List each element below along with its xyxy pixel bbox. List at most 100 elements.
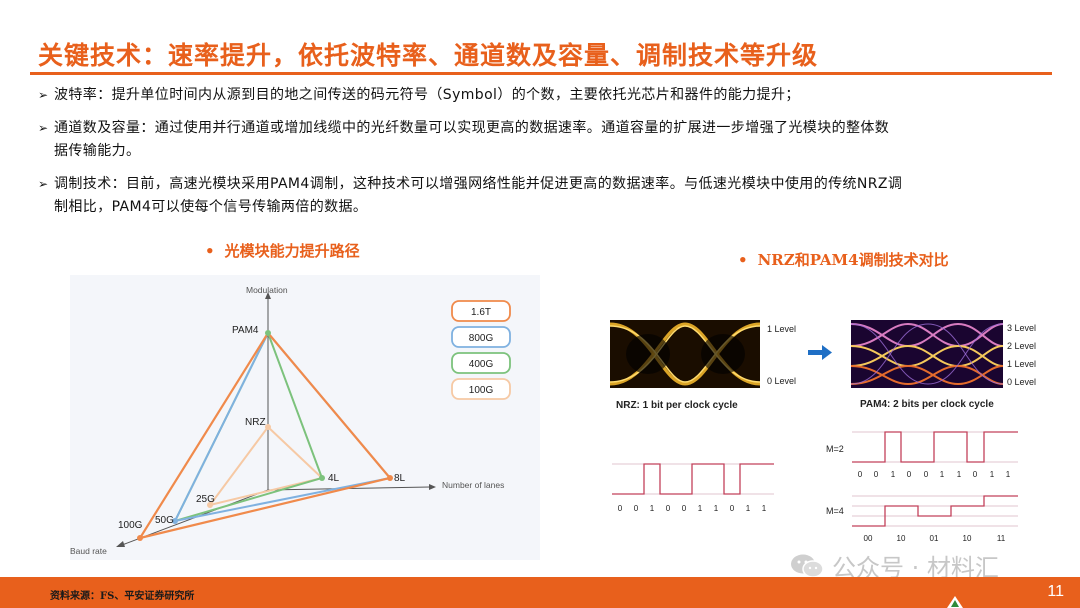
nrz-pam4-svg: 1 Level 0 Level 3 Level 2 Level 1 Level … xyxy=(609,320,1036,543)
capability-path-figure: Modulation Number of lanes Baud rate PAM… xyxy=(70,275,540,560)
label-4l: 4L xyxy=(328,473,340,484)
point-8l xyxy=(387,475,393,481)
series-800g xyxy=(173,331,392,523)
nrz-level-0: 0 Level xyxy=(767,376,796,386)
m2-bit-labels: 0 0 1 0 0 1 1 0 1 1 xyxy=(858,470,1011,479)
svg-text:00: 00 xyxy=(864,534,873,543)
bullet-text: 通道数及容量：通过使用并行通道或增加线缆中的光纤数量可以实现更高的数据速率。通道… xyxy=(54,120,890,136)
bullet-text-cont: 据传输能力。 xyxy=(54,143,141,159)
bullet-lanes: ➢ 通道数及容量：通过使用并行通道或增加线缆中的光纤数量可以实现更高的数据速率。… xyxy=(38,117,1048,163)
m4-waveform xyxy=(852,495,1018,527)
legend-400g: 400G xyxy=(469,359,494,370)
axis-label-baud: Baud rate xyxy=(70,546,107,556)
point-25g xyxy=(207,502,213,508)
footer-bar xyxy=(0,577,1080,608)
series-1-6t xyxy=(137,331,392,540)
series-100g xyxy=(207,425,325,507)
pam4-level-0: 0 Level xyxy=(1007,377,1036,387)
m2-label: M=2 xyxy=(826,444,844,454)
axis-label-lanes: Number of lanes xyxy=(442,480,504,490)
lanes-axis-arrow-icon xyxy=(429,484,436,490)
label-pam4: PAM4 xyxy=(232,325,259,336)
capability-path-svg: Modulation Number of lanes Baud rate PAM… xyxy=(70,285,511,556)
brand-logo-icon xyxy=(946,594,964,608)
svg-text:0: 0 xyxy=(973,470,978,479)
bullet-list: ➢ 波特率：提升单位时间内从源到目的地之间传送的码元符号（Symbol）的个数，… xyxy=(38,84,1048,229)
point-100g xyxy=(137,535,143,541)
svg-text:0: 0 xyxy=(730,504,735,513)
axis-label-modulation: Modulation xyxy=(246,285,288,295)
legend-1-6t: 1.6T xyxy=(471,307,491,318)
pam4-caption: PAM4: 2 bits per clock cycle xyxy=(860,399,994,410)
svg-text:10: 10 xyxy=(897,534,906,543)
legend-100g: 100G xyxy=(469,385,494,396)
m4-symbol-labels: 00 10 01 10 11 xyxy=(864,534,1006,543)
m2-waveform xyxy=(852,431,1018,463)
svg-text:0: 0 xyxy=(682,504,687,513)
legend-800g: 800G xyxy=(469,333,494,344)
arrow-bullet-icon: ➢ xyxy=(38,177,49,191)
label-nrz: NRZ xyxy=(245,417,266,428)
bullet-modulation: ➢ 调制技术：目前，高速光模块采用PAM4调制，这种技术可以增强网络性能并促进更… xyxy=(38,173,1048,219)
point-nrz xyxy=(265,424,271,430)
svg-text:1: 1 xyxy=(714,504,719,513)
bullet-baud-rate: ➢ 波特率：提升单位时间内从源到目的地之间传送的码元符号（Symbol）的个数，… xyxy=(38,84,1048,107)
pam4-level-2: 2 Level xyxy=(1007,341,1036,351)
pam4-level-1: 1 Level xyxy=(1007,359,1036,369)
wechat-icon xyxy=(790,553,824,579)
svg-text:1: 1 xyxy=(990,470,995,479)
svg-text:1: 1 xyxy=(891,470,896,479)
svg-text:0: 0 xyxy=(924,470,929,479)
svg-text:1: 1 xyxy=(698,504,703,513)
comparison-arrow-icon xyxy=(808,345,832,360)
svg-text:1: 1 xyxy=(940,470,945,479)
nrz-level-1: 1 Level xyxy=(767,324,796,334)
point-pam4 xyxy=(265,330,271,336)
m2-grid xyxy=(852,431,1018,463)
nrz-waveform xyxy=(612,463,774,495)
pam4-eye-diagram xyxy=(850,320,1004,388)
arrow-bullet-icon: ➢ xyxy=(38,88,49,102)
title-divider xyxy=(30,72,1052,75)
left-figure-heading: •光模块能力提升路径 xyxy=(205,242,360,260)
label-8l: 8L xyxy=(394,473,406,484)
legend: 1.6T 800G 400G 100G xyxy=(451,300,511,400)
label-100g: 100G xyxy=(118,520,143,531)
svg-text:0: 0 xyxy=(634,504,639,513)
label-25g: 25G xyxy=(196,494,215,505)
svg-text:1: 1 xyxy=(762,504,767,513)
nrz-caption: NRZ: 1 bit per clock cycle xyxy=(616,400,738,411)
bullet-text: 波特率：提升单位时间内从源到目的地之间传送的码元符号（Symbol）的个数，主要… xyxy=(54,87,800,103)
nrz-bit-labels: 0 0 1 0 0 1 1 0 1 1 xyxy=(618,504,767,513)
nrz-eye-diagram xyxy=(609,320,761,388)
nrz-grid xyxy=(612,463,774,495)
nrz-pam4-figure: 1 Level 0 Level 3 Level 2 Level 1 Level … xyxy=(608,300,1048,560)
svg-text:10: 10 xyxy=(963,534,972,543)
pam4-level-3: 3 Level xyxy=(1007,323,1036,333)
svg-text:1: 1 xyxy=(746,504,751,513)
legend-1-6t-box xyxy=(451,300,511,322)
right-figure-heading: •NRZ和PAM4调制技术对比 xyxy=(738,251,949,269)
svg-text:0: 0 xyxy=(907,470,912,479)
svg-text:0: 0 xyxy=(858,470,863,479)
legend-400g-box xyxy=(451,352,511,374)
label-50g: 50G xyxy=(155,515,174,526)
svg-text:11: 11 xyxy=(997,534,1006,543)
point-4l xyxy=(319,475,325,481)
slide-title: 关键技术：速率提升，依托波特率、通道数及容量、调制技术等升级 xyxy=(38,41,819,70)
source-note: 资料来源：FS、平安证券研究所 xyxy=(50,591,195,602)
m4-label: M=4 xyxy=(826,506,844,516)
svg-text:1: 1 xyxy=(1006,470,1011,479)
svg-text:01: 01 xyxy=(930,534,939,543)
bullet-text: 调制技术：目前，高速光模块采用PAM4调制，这种技术可以增强网络性能并促进更高的… xyxy=(54,176,903,192)
svg-text:1: 1 xyxy=(650,504,655,513)
svg-text:0: 0 xyxy=(666,504,671,513)
svg-text:1: 1 xyxy=(957,470,962,479)
page-number: 11 xyxy=(1047,583,1064,600)
baud-axis-arrow-icon xyxy=(116,541,125,547)
legend-800g-box xyxy=(451,326,511,348)
svg-text:0: 0 xyxy=(874,470,879,479)
arrow-bullet-icon: ➢ xyxy=(38,121,49,135)
m4-grid xyxy=(852,495,1018,527)
point-50g xyxy=(172,518,178,524)
